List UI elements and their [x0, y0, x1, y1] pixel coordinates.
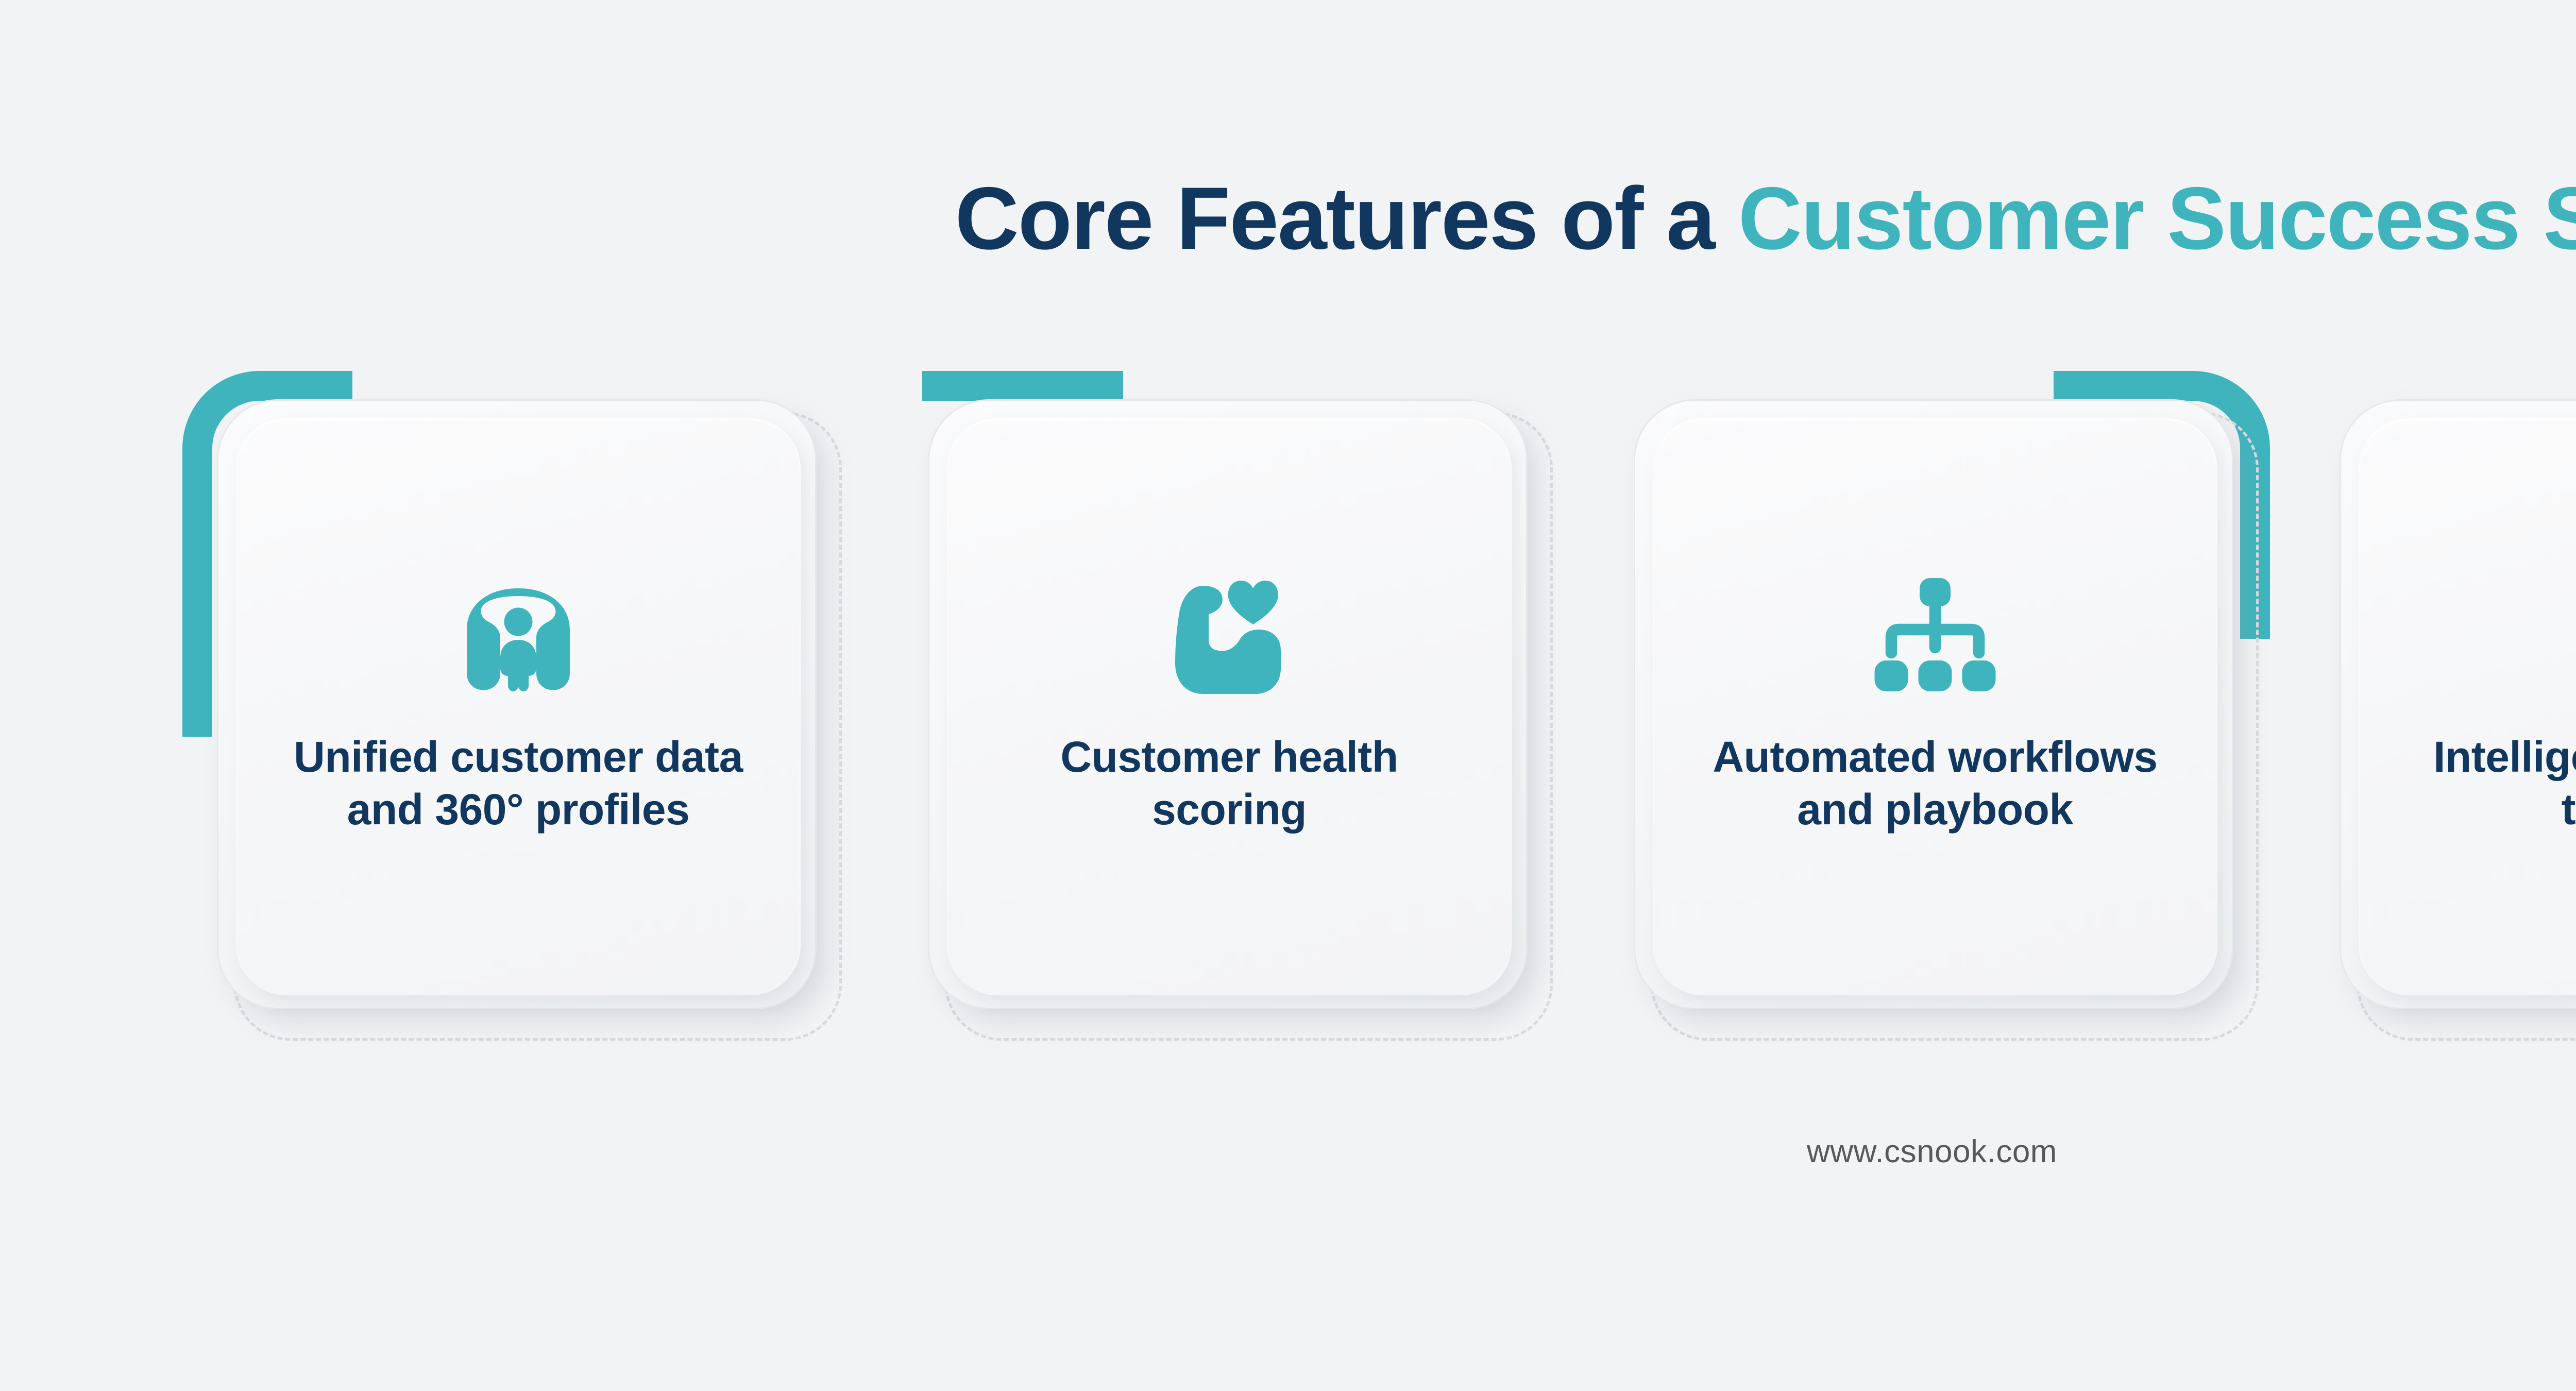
page-title: Core Features of a Customer Success Soft… — [0, 169, 2576, 268]
feature-card-customer-health-scoring[interactable]: Customer health scoring — [912, 371, 1553, 1041]
card-label: Customer health scoring — [1060, 733, 1398, 834]
website-url[interactable]: www.csnook.com — [1807, 1134, 2057, 1169]
person-360-profile-icon — [444, 568, 593, 707]
page-title-accent: Customer Success Software — [1738, 169, 2576, 268]
card-label: Unified customer data and 360° profiles — [294, 733, 743, 834]
card-label: Intelligent alerts and triggers — [2433, 733, 2576, 834]
card-face: Unified customer data and 360° profiles — [236, 418, 801, 995]
card-face: Customer health scoring — [947, 418, 1512, 995]
card-face: Intelligent alerts and triggers — [2359, 418, 2576, 995]
title-space — [1715, 169, 1738, 268]
hierarchy-workflow-icon — [1860, 568, 2010, 707]
feature-card-automated-workflows[interactable]: Automated workflows and playbook — [1618, 371, 2270, 1041]
feature-card-intelligent-alerts[interactable]: Intelligent alerts and triggers — [2324, 392, 2576, 1041]
megaphone-icon — [2566, 568, 2576, 707]
accent-bar-top-left — [922, 371, 1123, 401]
feature-card-unified-customer-data[interactable]: Unified customer data and 360° profiles — [182, 371, 842, 1041]
footer: www.csnook.com — [0, 1133, 2576, 1170]
card-label: Automated workflows and playbook — [1713, 733, 2158, 834]
card-face: Automated workflows and playbook — [1653, 418, 2217, 995]
page-title-plain: Core Features of a — [955, 169, 1716, 268]
feature-card-row: Unified customer data and 360° profiles … — [0, 371, 2576, 1061]
flexed-bicep-heart-icon — [1155, 568, 1304, 707]
